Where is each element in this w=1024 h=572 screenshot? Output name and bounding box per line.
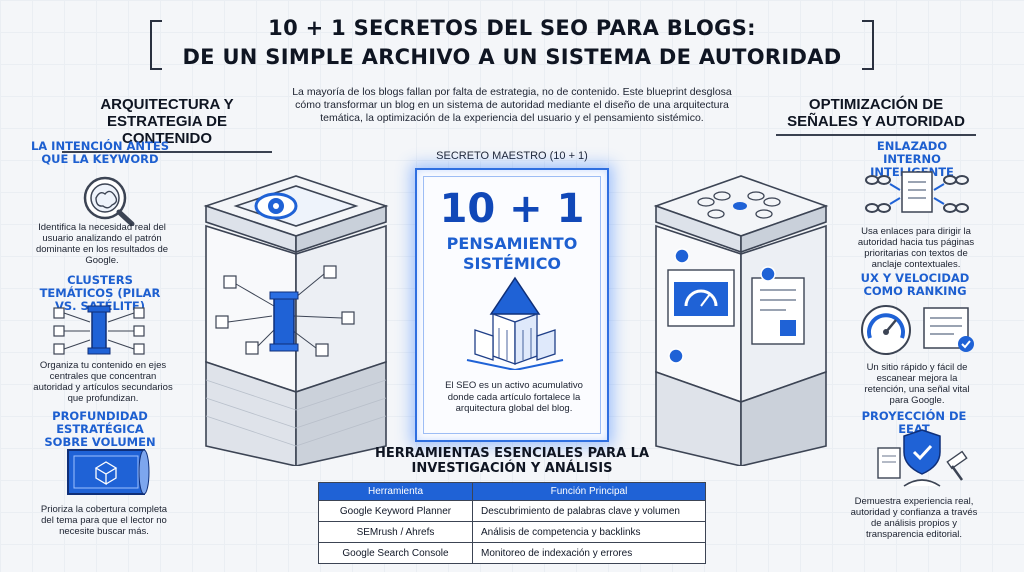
table-row: Google Keyword Planner Descubrimiento de…	[318, 500, 706, 522]
left-item-3-title: PROFUNDIDAD ESTRATÉGICA SOBRE VOLUMEN	[44, 409, 156, 449]
right-item-2-text: Un sitio rápido y fácil de escanear mejo…	[864, 362, 970, 406]
blueprint-icon	[66, 446, 150, 506]
brain-magnifier-icon	[80, 174, 138, 230]
page-title: 10 + 1 SECRETOS DEL SEO PARA BLOGS: DE U…	[150, 14, 874, 76]
right-section-heading: OPTIMIZACIÓN DE SEÑALES Y AUTORIDAD	[776, 96, 976, 136]
right-item-2-title: UX Y VELOCIDAD COMO RANKING	[860, 271, 970, 298]
right-item-3-text: Demuestra experiencia real, autoridad y …	[850, 496, 978, 540]
tools-table: Herramienta Función Principal Google Key…	[318, 482, 706, 564]
tool-function: Monitoreo de indexación y errores	[472, 542, 706, 564]
tool-function: Análisis de competencia y backlinks	[472, 521, 706, 543]
right-item-1-text: Usa enlaces para dirigir la autoridad ha…	[857, 226, 975, 270]
secret-number: 10 + 1	[439, 186, 585, 232]
secret-master-card: 10 + 1 PENSAMIENTO SISTÉMICO El SEO es u…	[415, 168, 609, 442]
right-item-3-title: PROYECCIÓN DE EEAT	[861, 409, 967, 436]
title-line-2: DE UN SIMPLE ARCHIVO A UN SISTEMA DE AUT…	[182, 45, 842, 69]
intro-text: La mayoría de los blogs fallan por falta…	[292, 86, 732, 124]
right-signals-tower	[636, 166, 846, 470]
left-item-2-title: CLUSTERS TEMÁTICOS (PILAR VS. SATÉLITE)	[39, 273, 161, 313]
secret-title: PENSAMIENTO SISTÉMICO	[446, 234, 578, 273]
tool-name: Google Keyword Planner	[318, 500, 473, 522]
secret-text: El SEO es un activo acumulativo donde ca…	[445, 380, 583, 414]
tool-name: Google Search Console	[318, 542, 473, 564]
tools-heading: HERRAMIENTAS ESENCIALES PARA LA INVESTIG…	[374, 446, 649, 476]
left-architecture-tower	[186, 166, 406, 470]
system-architecture-icon	[463, 274, 567, 374]
speedometer-icon	[858, 302, 978, 362]
tool-function: Descubrimiento de palabras clave y volum…	[472, 500, 706, 522]
table-row: SEMrush / Ahrefs Análisis de competencia…	[318, 521, 706, 543]
pillar-cluster-icon	[50, 302, 150, 362]
left-item-2-text: Organiza tu contenido en ejes centrales …	[33, 360, 173, 404]
shield-check-icon	[874, 426, 970, 500]
left-item-1-title: LA INTENCIÓN ANTES QUE LA KEYWORD	[30, 139, 170, 166]
left-item-3-text: Prioriza la cobertura completa del tema …	[40, 504, 168, 537]
left-section-heading: ARQUITECTURA Y ESTRATEGIA DE CONTENIDO	[62, 96, 272, 153]
tool-name: SEMrush / Ahrefs	[318, 521, 473, 543]
column-header-tool: Herramienta	[318, 482, 473, 501]
table-row: Google Search Console Monitoreo de index…	[318, 542, 706, 564]
title-line-1: 10 + 1 SECRETOS DEL SEO PARA BLOGS:	[268, 16, 756, 40]
tools-table-header: Herramienta Función Principal	[318, 482, 706, 501]
link-document-icon	[862, 168, 972, 226]
left-item-1-text: Identifica la necesidad real del usuario…	[35, 222, 169, 266]
column-header-function: Función Principal	[472, 482, 706, 501]
secret-label: SECRETO MAESTRO (10 + 1)	[436, 150, 588, 162]
